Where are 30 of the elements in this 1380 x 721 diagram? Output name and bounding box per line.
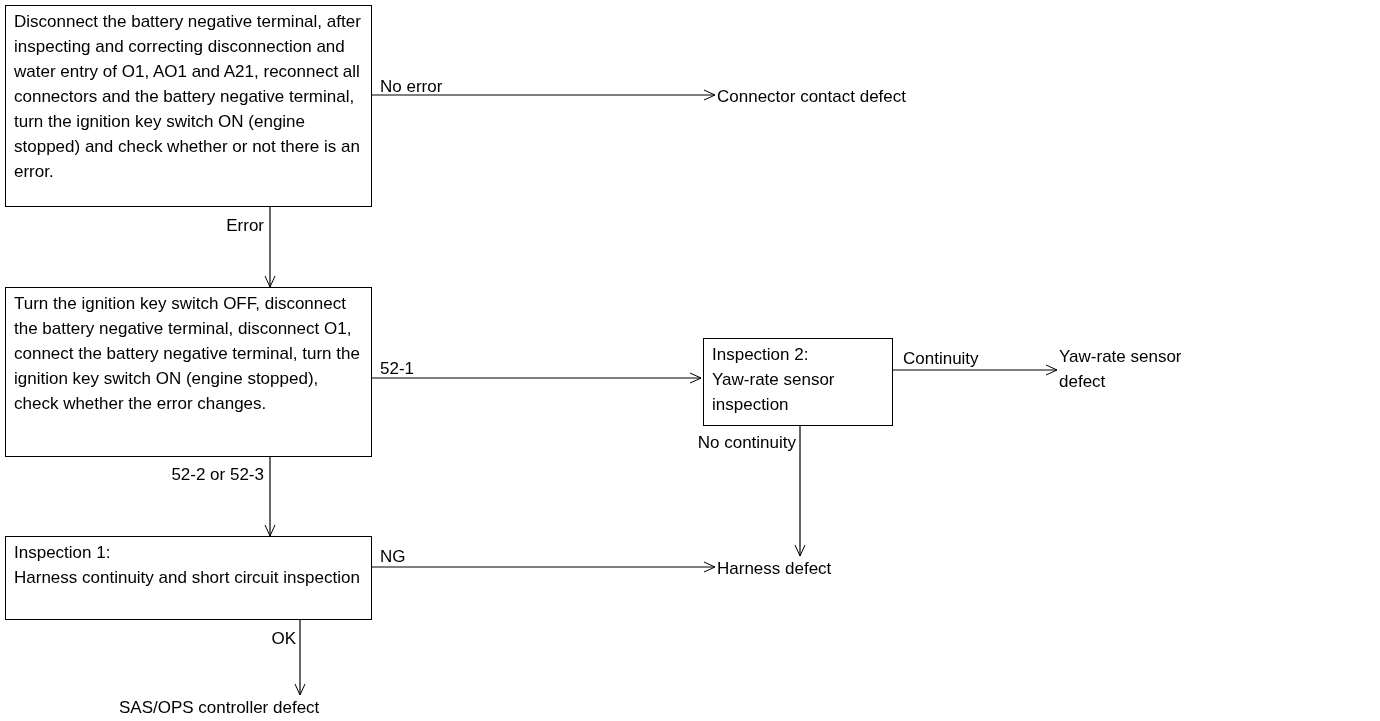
box-text: Inspection 2:: [712, 344, 810, 366]
edge-label: 52-2 or 52-3: [171, 464, 264, 486]
edge-label: No continuity: [697, 432, 796, 454]
arrow: [371, 561, 716, 573]
edge-label: 52-1: [380, 358, 415, 380]
box-text: Inspection 1:: [14, 542, 112, 564]
edge-label: Error: [226, 215, 264, 237]
box-text: Turn the ignition key switch OFF, disconnect the battery negative terminal, disconnect O1, connect the battery negative terminal, turn the ignition key switch ON (engine stopped), check whether the error changes.: [14, 293, 361, 415]
box-text: Disconnect the battery negative terminal, after inspecting and correcting disconnection and water entry of O1, AO1 and A21, reconnect all connectors and the battery negative terminal, turn the ignition key switch ON (engine stopped) and check whether or not there is an error.: [14, 11, 362, 183]
edge-label: No error: [380, 76, 443, 98]
arrow: [294, 619, 306, 696]
box-text: Yaw-rate sensor inspection: [712, 369, 836, 416]
arrow: [371, 372, 702, 384]
arrow: [794, 425, 806, 557]
arrow: [892, 364, 1058, 376]
arrow: [264, 206, 276, 288]
edge-label: NG: [380, 546, 406, 568]
process-box: [5, 536, 372, 620]
edge-label: Continuity: [903, 348, 979, 370]
result-text: Harness defect: [717, 556, 832, 581]
arrow: [264, 456, 276, 537]
arrow: [371, 89, 716, 101]
box-text: Harness continuity and short circuit inspection: [14, 567, 361, 589]
result-text: Yaw-rate sensor defect: [1059, 344, 1189, 394]
process-box: [703, 338, 893, 426]
result-text: SAS/OPS controller defect: [119, 695, 320, 720]
result-text: Connector contact defect: [717, 84, 906, 109]
process-box: [5, 287, 372, 457]
edge-label: OK: [271, 628, 296, 650]
process-box: [5, 5, 372, 207]
